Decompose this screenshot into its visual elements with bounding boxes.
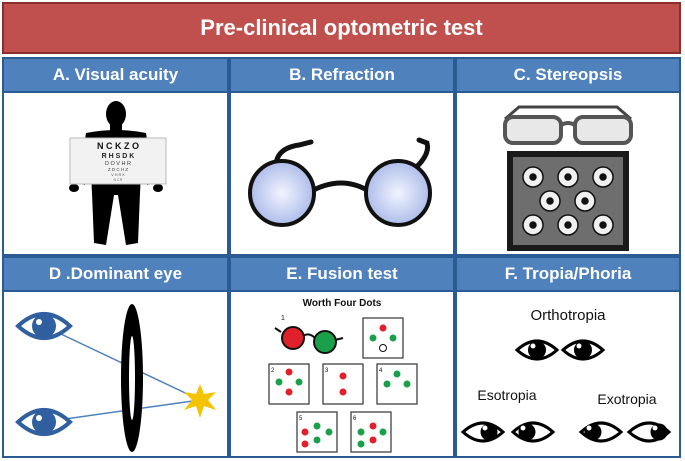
esotropia-label: Esotropia bbox=[477, 387, 536, 403]
title-banner: Pre-clinical optometric test bbox=[2, 2, 681, 54]
eye-chart bbox=[69, 137, 167, 185]
eye-icon bbox=[560, 339, 606, 361]
worth-four-dots-illustration: Worth Four Dots 1 2 bbox=[268, 298, 418, 453]
red-green-glasses-icon bbox=[274, 326, 344, 354]
header-label: C. Stereopsis bbox=[513, 65, 623, 84]
stereo-test-illustration bbox=[503, 105, 633, 251]
eye-icon bbox=[514, 339, 560, 361]
header-dominant-eye: D .Dominant eye bbox=[2, 256, 229, 292]
eye-icon bbox=[460, 421, 506, 443]
header-refraction: B. Refraction bbox=[229, 57, 455, 93]
chart-line-5: V H R K bbox=[111, 173, 125, 177]
card-number: 3 bbox=[325, 368, 329, 374]
chart-line-3: D O V H R bbox=[105, 161, 131, 167]
tropia-phoria-illustration: Orthotropia Esotropia Exotropia bbox=[460, 307, 672, 443]
card-number: 2 bbox=[271, 368, 275, 374]
panel-fusion-test: Worth Four Dots 1 2 bbox=[229, 292, 455, 458]
card-number: 5 bbox=[299, 416, 303, 422]
star-target-icon bbox=[184, 384, 216, 418]
card-number: 6 bbox=[353, 416, 357, 422]
panel-stereopsis bbox=[455, 93, 681, 256]
header-label: E. Fusion test bbox=[286, 264, 398, 283]
exotropia-label: Exotropia bbox=[597, 391, 656, 407]
stereo-glasses-icon bbox=[503, 105, 633, 145]
panel-grid: A. Visual acuity B. Refraction C. Stereo… bbox=[2, 57, 681, 458]
worth-four-dots-title: Worth Four Dots bbox=[303, 298, 382, 309]
round-glasses-icon bbox=[248, 137, 432, 227]
chart-line-2: R H S D K bbox=[102, 153, 135, 160]
card-number: 1 bbox=[281, 315, 285, 322]
chart-line-6: N C R bbox=[114, 178, 123, 182]
header-visual-acuity: A. Visual acuity bbox=[2, 57, 229, 93]
eye-icon bbox=[510, 421, 556, 443]
right-lens bbox=[364, 159, 432, 227]
header-stereopsis: C. Stereopsis bbox=[455, 57, 681, 93]
panel-refraction bbox=[229, 93, 455, 256]
header-label: D .Dominant eye bbox=[48, 264, 183, 283]
page-title: Pre-clinical optometric test bbox=[200, 15, 483, 40]
card-number: 4 bbox=[379, 368, 383, 374]
header-fusion-test: E. Fusion test bbox=[229, 256, 455, 292]
header-label: F. Tropia/Phoria bbox=[504, 264, 632, 283]
eye-icon bbox=[15, 312, 73, 340]
chart-line-1: N C K Z O bbox=[97, 141, 139, 151]
dominant-eye-illustration bbox=[15, 304, 216, 452]
header-tropia-phoria: F. Tropia/Phoria bbox=[455, 256, 681, 292]
orthotropia-label: Orthotropia bbox=[530, 307, 606, 324]
person-chart-illustration: N C K Z O R H S D K D O V H R Z D C H Z … bbox=[69, 101, 167, 245]
eye-icon bbox=[626, 421, 672, 443]
chart-line-4: Z D C H Z bbox=[108, 167, 128, 172]
left-lens bbox=[248, 159, 316, 227]
panel-visual-acuity: N C K Z O R H S D K D O V H R Z D C H Z … bbox=[2, 93, 229, 256]
panel-dominant-eye bbox=[2, 292, 229, 458]
eye-icon bbox=[578, 421, 624, 443]
panel-tropia-phoria: Orthotropia Esotropia Exotropia bbox=[455, 292, 681, 458]
dot-card bbox=[322, 363, 364, 405]
header-label: A. Visual acuity bbox=[52, 65, 179, 84]
eye-icon bbox=[15, 408, 73, 436]
header-label: B. Refraction bbox=[289, 65, 395, 84]
dot-card bbox=[376, 363, 418, 405]
